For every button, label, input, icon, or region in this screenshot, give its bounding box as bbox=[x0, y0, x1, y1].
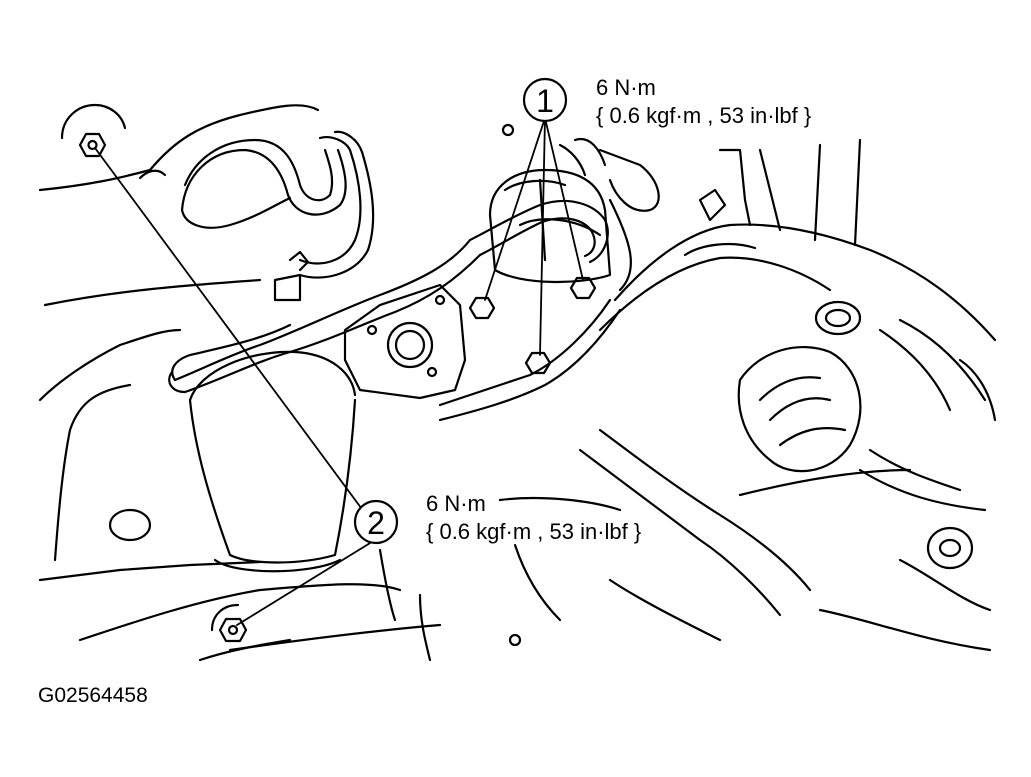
torque-spec-2-alt: { 0.6 kgf·m , 53 in·lbf } bbox=[426, 519, 642, 544]
body-outline bbox=[38, 104, 442, 662]
callout-1: 1 bbox=[522, 77, 568, 123]
right-structure bbox=[498, 138, 997, 652]
canister bbox=[108, 350, 357, 573]
leader-lines bbox=[94, 117, 584, 626]
nut-callout-2-bottom bbox=[210, 603, 248, 643]
callout-2: 2 bbox=[353, 499, 399, 545]
nut-callout-1-left bbox=[468, 296, 496, 320]
nut-callout-2-top bbox=[60, 103, 127, 158]
torque-spec-2-nm: 6 N·m bbox=[426, 491, 486, 516]
callout-2-number: 2 bbox=[367, 505, 385, 541]
hose-assembly bbox=[138, 130, 375, 302]
torque-spec-1-nm: 6 N·m bbox=[596, 75, 656, 100]
torque-spec-1: 6 N·m { 0.6 kgf·m , 53 in·lbf } bbox=[596, 74, 811, 130]
torque-spec-1-alt: { 0.6 kgf·m , 53 in·lbf } bbox=[596, 103, 812, 128]
nut-callout-1-right bbox=[569, 276, 597, 300]
callout-1-number: 1 bbox=[536, 83, 554, 119]
nut-callout-1-center bbox=[524, 351, 552, 375]
figure-id: G02564458 bbox=[38, 684, 148, 707]
torque-spec-2: 6 N·m { 0.6 kgf·m , 53 in·lbf } bbox=[426, 490, 641, 546]
bracket-plate bbox=[343, 283, 622, 422]
